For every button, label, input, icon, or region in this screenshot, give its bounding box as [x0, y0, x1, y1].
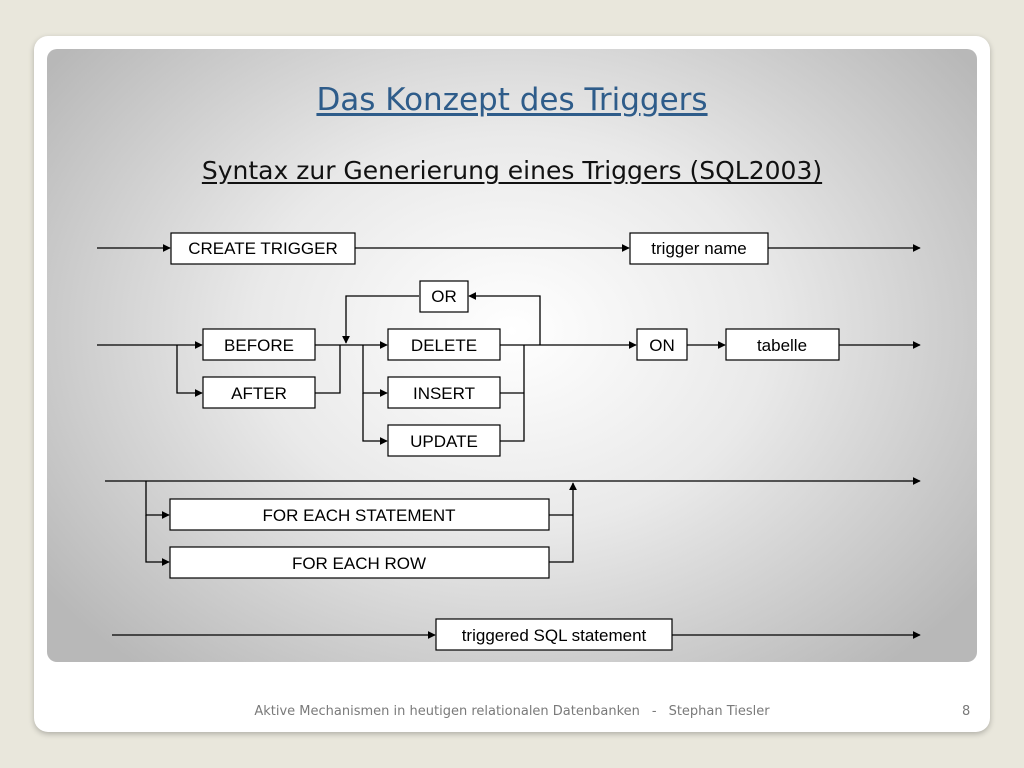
on-box — [636, 328, 688, 361]
update-box — [387, 424, 501, 457]
tabelle-label: tabelle — [757, 336, 807, 355]
slide-subtitle: Syntax zur Generierung eines Triggers (S… — [201, 156, 823, 185]
or-label: OR — [431, 287, 457, 306]
insert-box — [387, 376, 501, 409]
after-branch-line — [176, 345, 203, 397]
delete-box — [387, 328, 501, 361]
tabelle-box — [725, 328, 840, 361]
row-exit-line — [549, 482, 577, 563]
create-trigger-label: CREATE TRIGGER — [188, 239, 338, 258]
triggered-sql-label: triggered SQL statement — [462, 626, 647, 645]
for-each-row-label: FOR EACH ROW — [292, 554, 426, 573]
for-each-statement-box — [169, 498, 550, 531]
triggered-sql-box — [435, 618, 673, 651]
trigger-name-box — [629, 232, 769, 265]
update-exit-line — [500, 345, 525, 442]
for-each-row-box — [169, 546, 550, 579]
row-branch-line — [145, 515, 170, 566]
or-loop-return-line — [468, 292, 541, 345]
footer-separator: - — [651, 704, 657, 719]
before-box — [202, 328, 316, 361]
statement-branch-line — [145, 481, 170, 519]
on-label: ON — [649, 336, 675, 355]
for-each-statement-label: FOR EACH STATEMENT — [263, 506, 456, 525]
insert-branch-line — [362, 345, 388, 397]
page-number: 8 — [962, 704, 971, 719]
after-label: AFTER — [231, 384, 287, 403]
or-box — [419, 280, 469, 313]
slide-footer: Aktive Mechanismen in heutigen relationa… — [0, 704, 1024, 719]
insert-label: INSERT — [413, 384, 475, 403]
trigger-name-label: trigger name — [651, 239, 746, 258]
update-branch-line — [362, 393, 388, 445]
slide-title: Das Konzept des Triggers — [316, 82, 708, 118]
after-exit-line — [315, 345, 341, 394]
update-label: UPDATE — [410, 432, 478, 451]
after-box — [202, 376, 316, 409]
delete-label: DELETE — [411, 336, 477, 355]
footer-author: Stephan Tiesler — [668, 704, 770, 719]
create-trigger-box — [170, 232, 356, 265]
before-label: BEFORE — [224, 336, 294, 355]
footer-topic: Aktive Mechanismen in heutigen relationa… — [254, 704, 640, 719]
or-loop-back-line — [342, 295, 419, 344]
